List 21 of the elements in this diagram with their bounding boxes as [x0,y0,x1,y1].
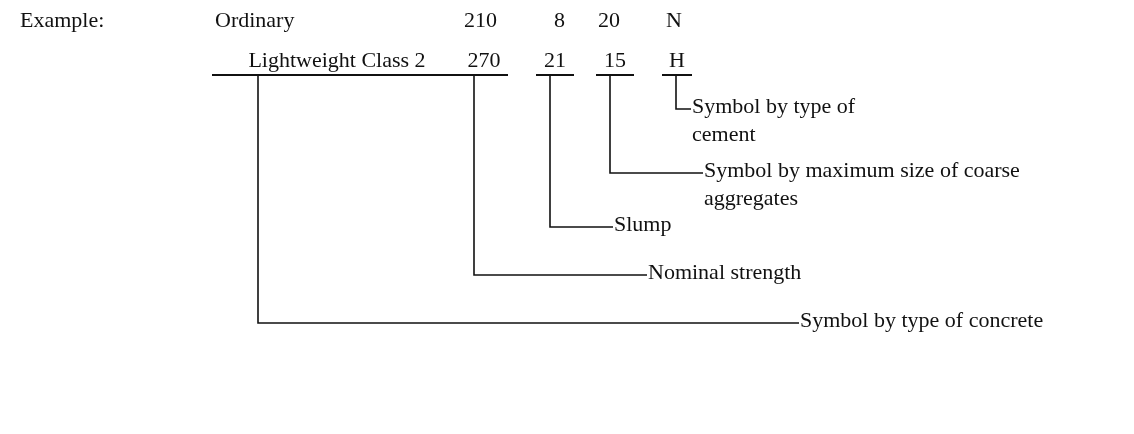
value-text: 210 [464,6,497,34]
value-text: 20 [598,6,620,34]
leader-line [549,75,614,228]
leader-line [473,75,648,276]
example-label: Example: [20,6,105,34]
description-text: Symbol by type of concrete [800,306,1044,334]
description-text: Symbol by maximum size of coarse aggregates [704,156,1024,212]
underlined-code: 15 [596,46,634,76]
underlined-code: 270 [460,46,508,76]
leader-line [257,75,800,324]
underlined-code: Lightweight Class 2 [212,46,462,76]
leader-line [609,75,704,174]
underlined-code: 21 [536,46,574,76]
label-text: Ordinary [215,6,295,34]
description-text: Nominal strength [648,258,802,286]
description-text: Symbol by type of cement [692,92,882,148]
value-text: 8 [554,6,565,34]
description-text: Slump [614,210,672,238]
underlined-code: H [662,46,692,76]
leader-line [675,75,692,110]
symbol-text: N [666,6,682,34]
